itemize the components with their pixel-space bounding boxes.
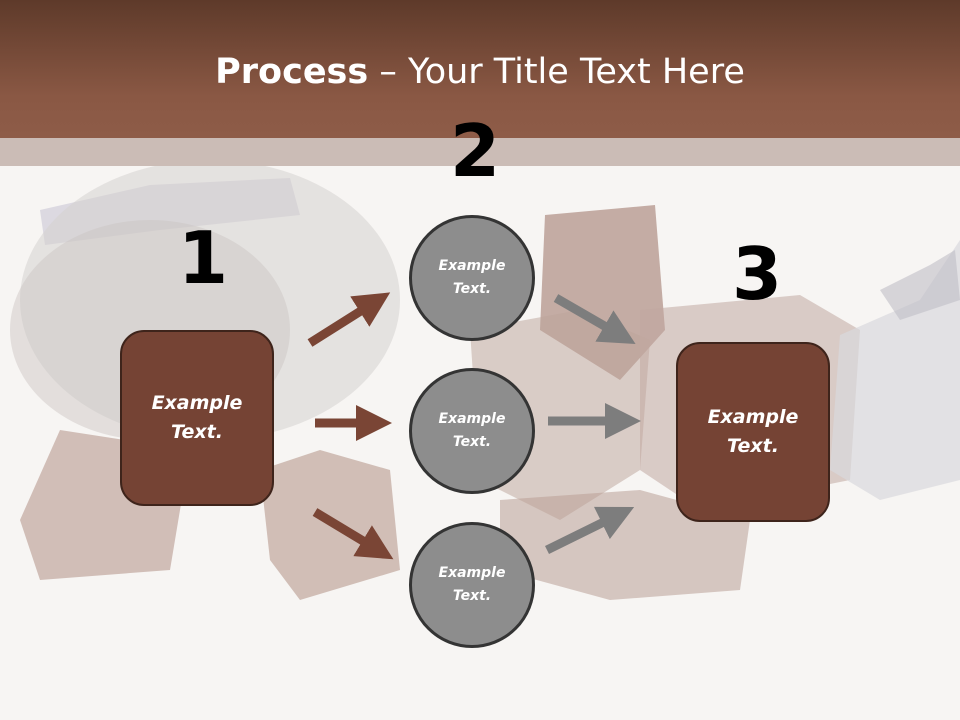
slide-title: Process – Your Title Text Here — [0, 52, 960, 92]
step-3-text-line2: Text. — [727, 435, 779, 457]
step-1-text-line2: Text. — [171, 421, 223, 443]
arrow-2-to-3-bottom — [545, 506, 635, 555]
step-2-top-line1: Example — [438, 258, 506, 274]
title-bar — [0, 0, 960, 138]
title-divider-strip — [0, 138, 960, 166]
step-2-middle-line1: Example — [438, 411, 506, 427]
step-2-bottom-line2: Text. — [452, 588, 492, 604]
step-3-number: 3 — [732, 232, 783, 316]
step-2-number: 2 — [450, 109, 501, 193]
step-1-text-line1: Example — [151, 392, 243, 414]
step-2-top-line2: Text. — [452, 281, 492, 297]
arrow-1-to-2-top — [307, 292, 391, 347]
arrow-1-to-2-bottom — [312, 508, 394, 560]
arrow-2-to-3-top — [553, 294, 636, 345]
step-3-text-line1: Example — [707, 406, 799, 428]
step-1-number: 1 — [178, 216, 229, 300]
title-rest: – Your Title Text Here — [368, 52, 745, 92]
title-bold: Process — [215, 52, 369, 92]
step-2-bottom-line1: Example — [438, 565, 506, 581]
step-2-middle-line2: Text. — [452, 434, 492, 450]
